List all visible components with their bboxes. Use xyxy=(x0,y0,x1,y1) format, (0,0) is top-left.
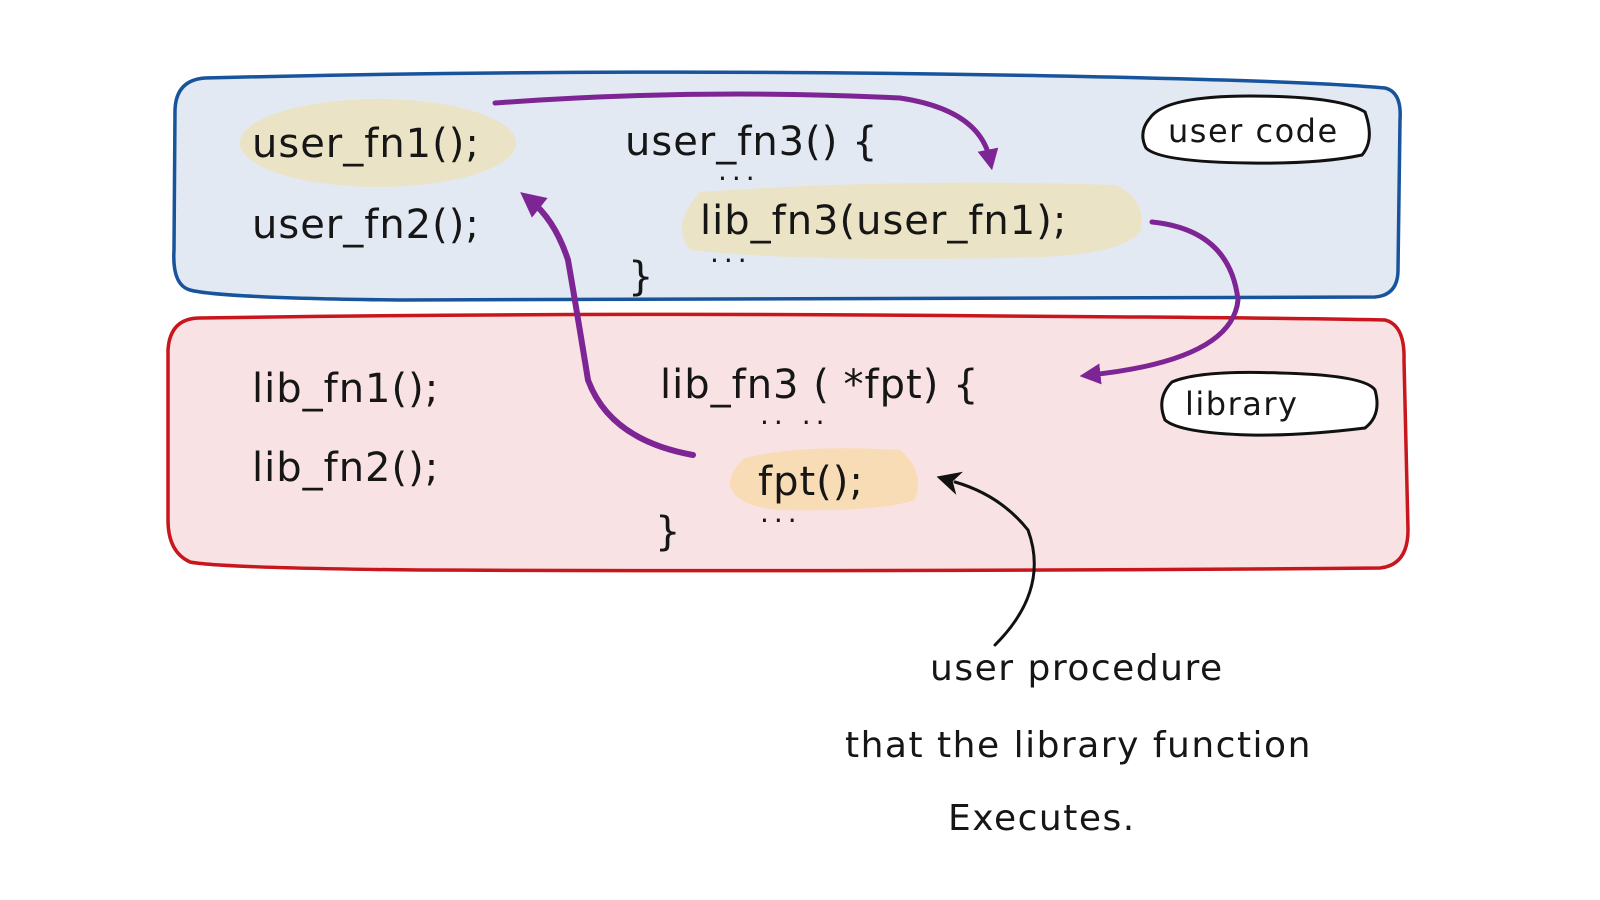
lib-fn3-call-highlight xyxy=(682,182,1142,259)
lib-fn2: lib_fn2(); xyxy=(252,445,439,491)
user-code-label-text: user code xyxy=(1168,112,1339,150)
annotation-line-1: user procedure xyxy=(930,648,1224,689)
lib-fn1: lib_fn1(); xyxy=(252,366,439,412)
lib-fn3-dots-after: ... xyxy=(760,496,802,529)
user-fn2: user_fn2(); xyxy=(252,202,480,248)
lib-fn3-dots-before: .. .. xyxy=(760,398,830,431)
user-fn1: user_fn1(); xyxy=(252,121,480,167)
user-fn3-dots-after: ... xyxy=(710,236,752,269)
library-region: lib_fn1(); lib_fn2(); lib_fn3 ( *fpt) { … xyxy=(166,312,1410,573)
library-label-bubble xyxy=(1160,370,1379,437)
fpt-call-highlight xyxy=(729,448,918,511)
user-fn3-close: } xyxy=(628,254,654,300)
user-fn3-header: user_fn3() { xyxy=(625,119,879,165)
lib-fn3-close: } xyxy=(655,509,681,555)
user-code-label-bubble xyxy=(1141,94,1371,165)
arrow-user-fn1-to-lib-call xyxy=(492,91,999,171)
arrow-annotation-to-fpt xyxy=(936,471,1036,647)
annotation-line-3: Executes. xyxy=(948,798,1136,839)
user-code-region: user_fn1(); user_fn2(); user_fn3() { ...… xyxy=(172,70,1402,302)
user-code-label: user code xyxy=(1141,94,1371,165)
lib-fn3-header: lib_fn3 ( *fpt) { xyxy=(660,362,979,408)
annotation: user procedure that the library function… xyxy=(845,648,1312,839)
user-fn3-lib-call: lib_fn3(user_fn1); xyxy=(700,198,1067,244)
library-label-text: library xyxy=(1185,385,1298,423)
lib-fn3-fpt-call: fpt(); xyxy=(758,459,864,505)
annotation-line-2: that the library function xyxy=(845,725,1312,766)
user-fn3-dots-before: ... xyxy=(718,154,760,187)
library-box xyxy=(166,312,1410,573)
user-fn1-highlight xyxy=(240,99,516,187)
arrow-fpt-to-user-fn1 xyxy=(520,192,696,458)
arrow-lib-call-to-lib-fn3 xyxy=(1079,219,1241,385)
library-label: library xyxy=(1160,370,1379,437)
